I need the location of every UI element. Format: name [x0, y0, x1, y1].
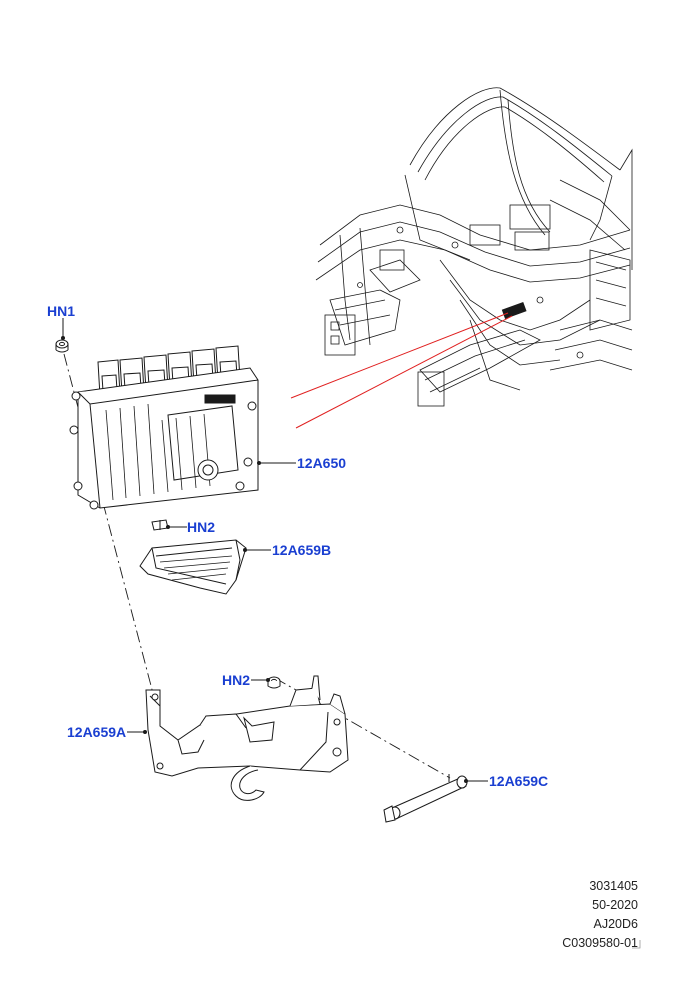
shield-leader	[243, 548, 271, 552]
callout-hn2-upper: HN2	[187, 519, 215, 535]
bracket-leader	[127, 730, 147, 734]
reference-line-1: 3031405	[589, 879, 638, 893]
callout-hn2-lower: HN2	[222, 672, 250, 688]
reference-line-3: AJ20D6	[593, 917, 638, 931]
callout-12a659c: 12A659C	[489, 773, 548, 789]
hn1-nut	[55, 339, 69, 353]
callout-12a659b: 12A659B	[272, 542, 331, 558]
location-leader-lines	[290, 312, 513, 429]
strap-leader	[464, 779, 488, 783]
ecm-leader	[257, 461, 296, 465]
reference-line-4: C0309580-01	[562, 936, 638, 950]
footer-corner-mark	[632, 940, 641, 949]
hn2-lower-nut	[267, 676, 281, 689]
callout-12a650: 12A650	[297, 455, 346, 471]
callout-12a659a: 12A659A	[67, 724, 126, 740]
hn2-lower-leader	[251, 678, 270, 682]
hn2-upper-leader	[166, 525, 187, 529]
vehicle-body-illustration	[315, 87, 633, 407]
illustration-reference-block: 3031405 50-2020 AJ20D6 C0309580-01	[562, 877, 638, 953]
ecm-module	[69, 345, 259, 510]
callout-hn1: HN1	[47, 303, 75, 319]
hn2-upper-fastener	[151, 519, 169, 531]
hn1-dot	[61, 336, 65, 340]
reference-line-2: 50-2020	[592, 898, 638, 912]
bracket-strap	[383, 774, 468, 823]
ecm-mounting-bracket	[145, 675, 349, 801]
ecm-shield	[139, 539, 247, 595]
